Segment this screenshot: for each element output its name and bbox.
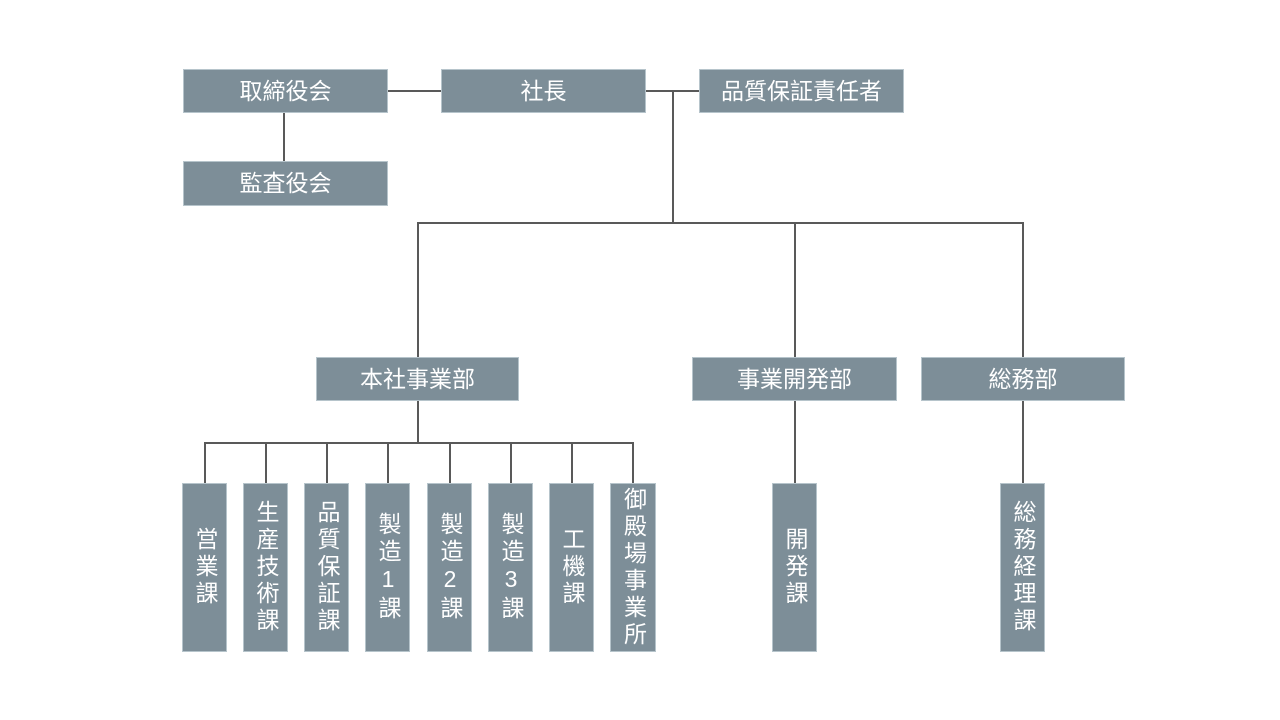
connector-hq-mfg-3 xyxy=(510,442,512,483)
connector-hq-mfg-1 xyxy=(387,442,389,483)
connector-hq-sales xyxy=(204,442,206,483)
org-node-machine-tool: 工機課 xyxy=(549,483,594,652)
org-node-qa-manager: 品質保証責任者 xyxy=(699,69,904,113)
org-node-gotemba-site: 御殿場事業所 xyxy=(610,483,656,652)
connector-to-hq-division xyxy=(417,222,419,357)
org-node-mfg-3: 製造3課 xyxy=(488,483,533,652)
org-node-general-affairs: 総務部 xyxy=(921,357,1125,401)
connector-to-general-affairs xyxy=(1022,222,1024,357)
connector-hq-production-eng xyxy=(265,442,267,483)
connector-divisions-bus xyxy=(417,222,1024,224)
connector-hq-machine-tool xyxy=(571,442,573,483)
org-node-sales: 営業課 xyxy=(182,483,227,652)
connector-business-dev-development xyxy=(794,401,796,483)
connector-hq-qa-section xyxy=(326,442,328,483)
connector-board-president xyxy=(388,90,441,92)
org-node-development: 開発課 xyxy=(772,483,817,652)
org-node-mfg-1: 製造1課 xyxy=(365,483,410,652)
connector-board-audit-board xyxy=(283,113,285,161)
org-node-qa-section: 品質保証課 xyxy=(304,483,349,652)
org-node-production-eng: 生産技術課 xyxy=(243,483,288,652)
connector-general-affairs-accounting xyxy=(1022,401,1024,483)
org-node-audit-board: 監査役会 xyxy=(183,161,388,206)
connector-hq-children-bus xyxy=(204,442,634,444)
connector-hq-gotemba-site xyxy=(632,442,634,483)
org-node-mfg-2: 製造2課 xyxy=(427,483,472,652)
connector-hq-mfg-2 xyxy=(449,442,451,483)
connector-hq-division-drop xyxy=(417,401,419,444)
org-node-business-dev: 事業開発部 xyxy=(692,357,897,401)
org-node-hq-division: 本社事業部 xyxy=(316,357,519,401)
org-node-board: 取締役会 xyxy=(183,69,388,113)
connector-to-business-dev xyxy=(794,222,796,357)
connector-president-drop xyxy=(672,90,674,224)
org-node-ga-accounting: 総務経理課 xyxy=(1000,483,1045,652)
org-node-president: 社長 xyxy=(441,69,646,113)
